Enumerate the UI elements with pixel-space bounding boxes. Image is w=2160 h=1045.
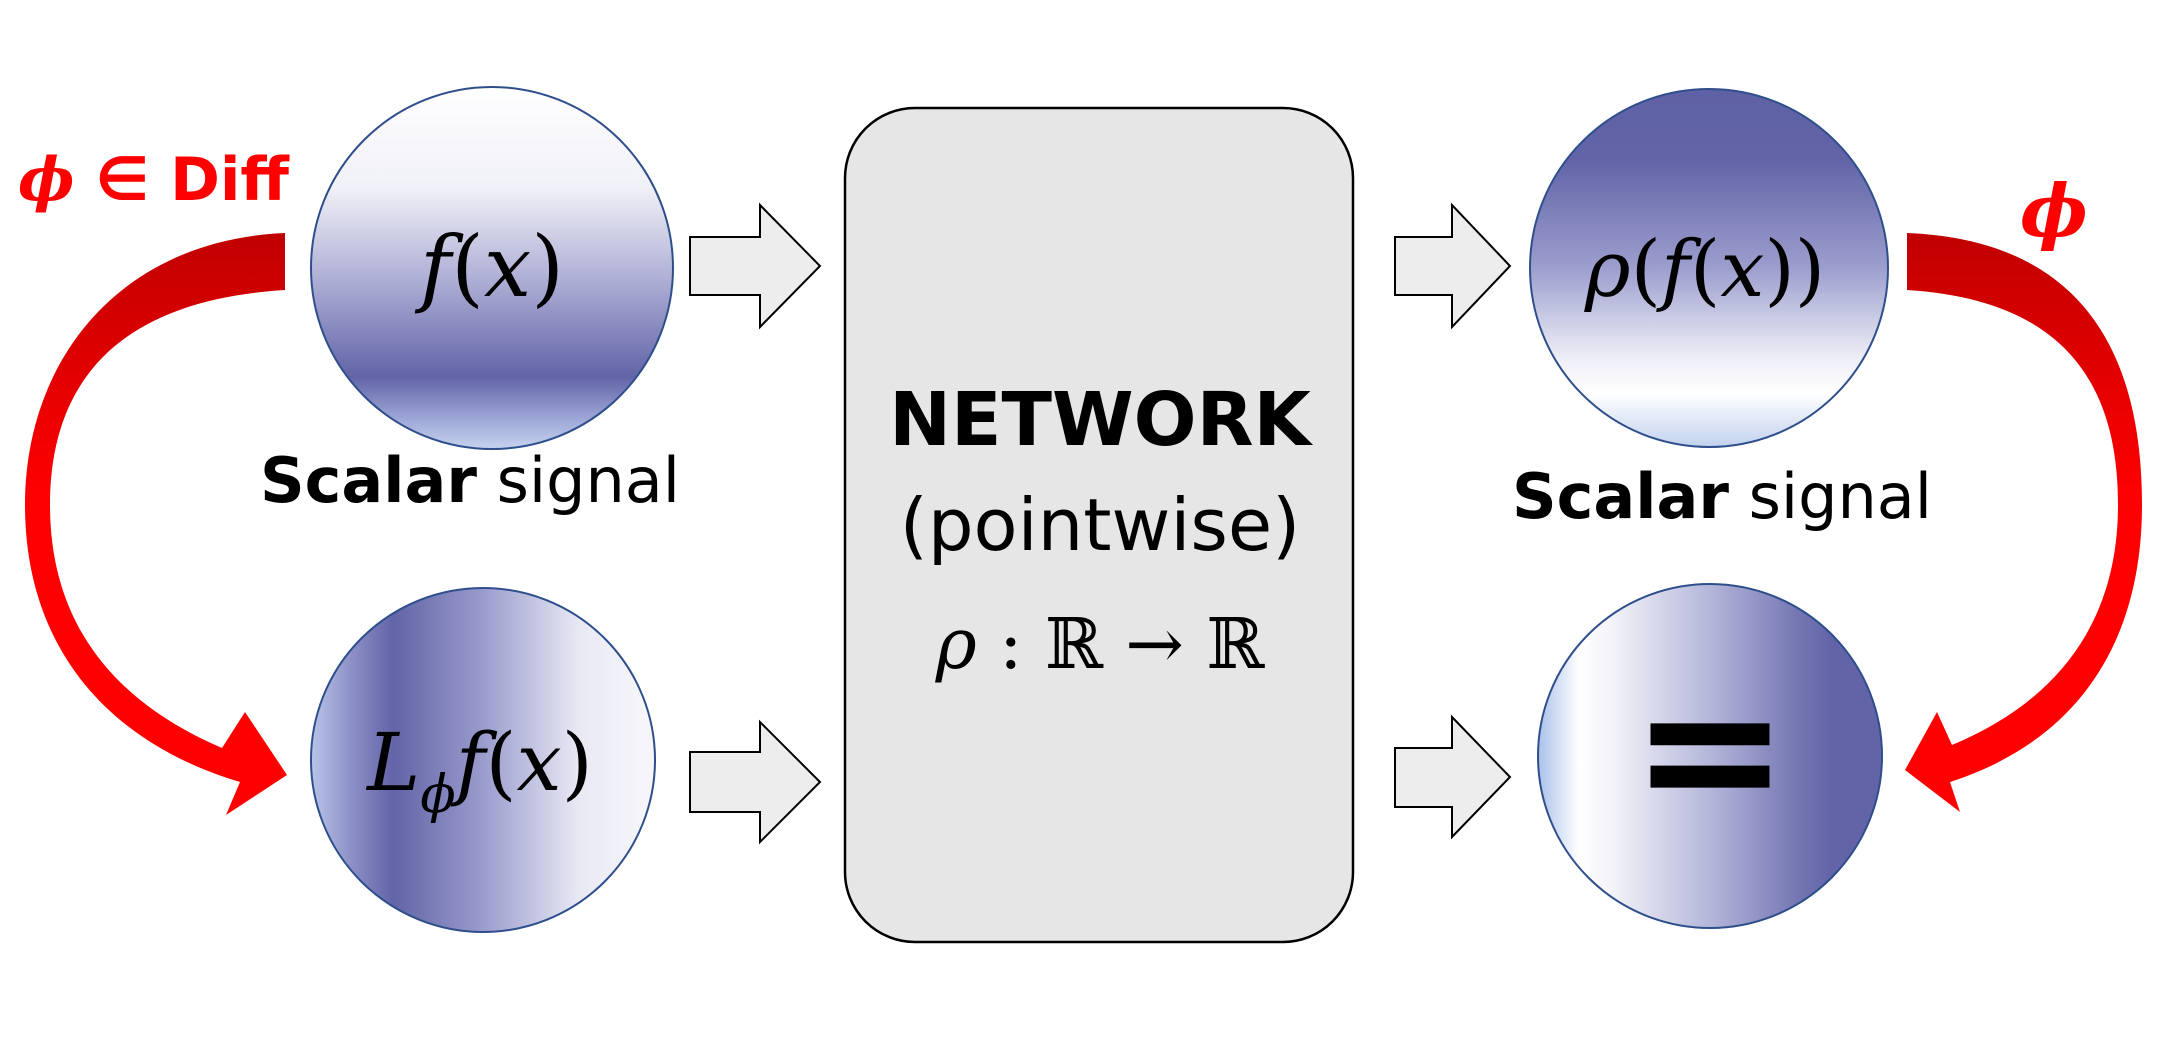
input-signal-circle xyxy=(310,86,674,450)
transformed-input-circle xyxy=(310,587,656,933)
block-arrow-top-right xyxy=(1394,202,1512,330)
output-signal-circle xyxy=(1529,88,1889,448)
network-formula: ρ : ℝ → ℝ xyxy=(935,603,1266,685)
block-arrow-bottom-left xyxy=(689,719,822,845)
output-caption: Scalar signal xyxy=(1512,460,1932,533)
left-arrow-label: ϕ ∈ Diff xyxy=(18,145,290,215)
input-caption: Scalar signal xyxy=(260,444,680,517)
right-arrow-label: ϕ xyxy=(2020,168,2088,253)
output-signal-formula: ρ(f(x)) xyxy=(1584,225,1825,315)
transformed-output-circle xyxy=(1537,583,1883,929)
block-arrow-top-left xyxy=(689,202,822,330)
input-signal-formula: f(x) xyxy=(414,218,564,316)
block-arrow-bottom-right xyxy=(1394,714,1512,840)
network-subtitle: (pointwise) xyxy=(900,483,1301,567)
left-curved-arrow xyxy=(25,233,287,815)
network-title: NETWORK xyxy=(889,377,1313,463)
block-arrows xyxy=(689,202,1512,845)
right-curved-arrow xyxy=(1905,233,2142,812)
equals-symbol: = xyxy=(1630,639,1789,860)
network-box xyxy=(843,106,1355,944)
transformed-input-formula: Lϕf(x) xyxy=(365,716,593,825)
